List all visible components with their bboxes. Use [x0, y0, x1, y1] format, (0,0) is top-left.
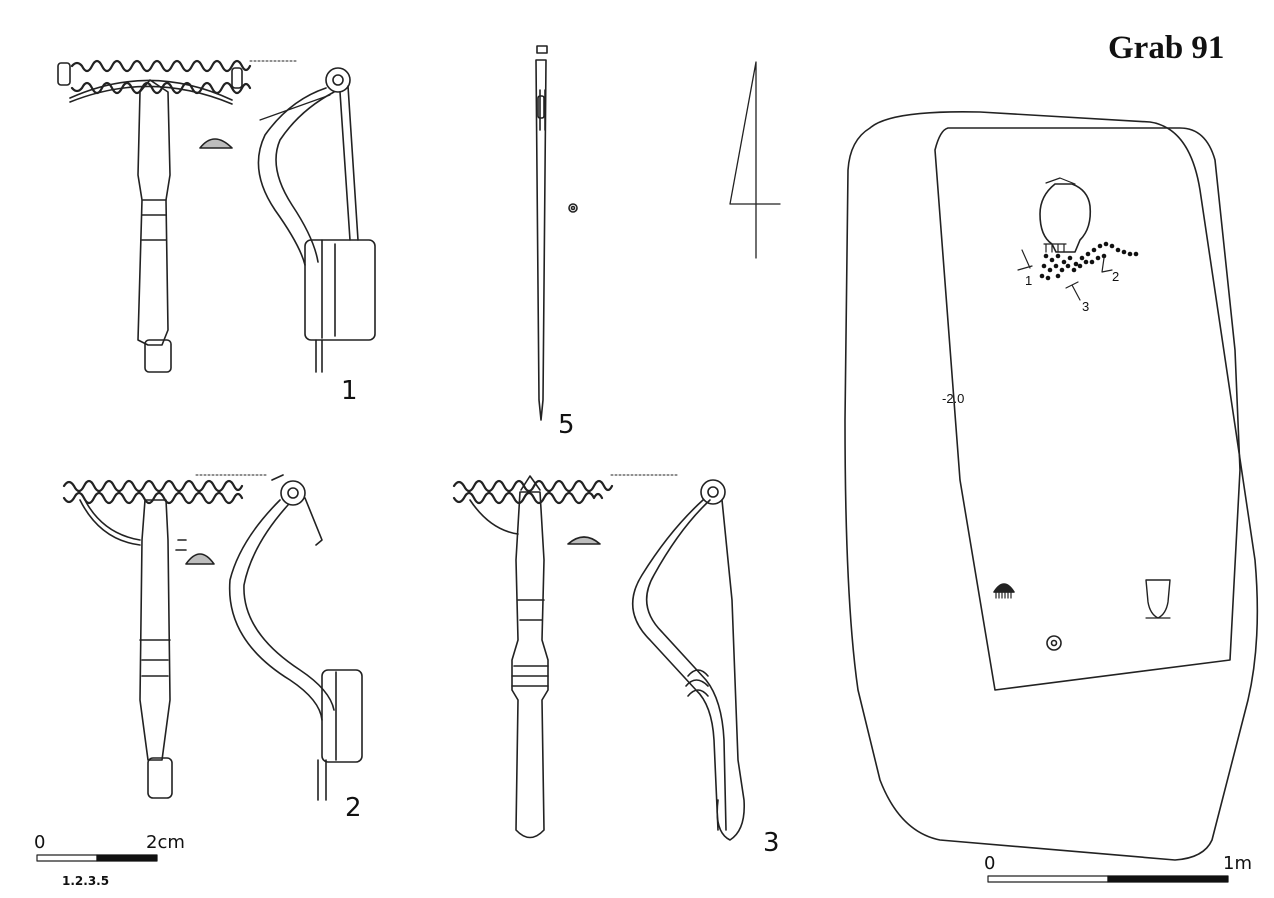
- fibula-3-number: 3: [763, 828, 780, 858]
- fibula-2-side-drawing: [228, 474, 363, 801]
- fibula-2-position: [1101, 257, 1113, 273]
- find-label-1: 1: [1025, 273, 1033, 288]
- fibula-1-position: [1017, 249, 1033, 271]
- scale-large-start: 0: [984, 853, 996, 874]
- fibula-2-front-drawing: [62, 474, 269, 799]
- fibula-2-number: 2: [345, 793, 362, 823]
- scale-small-end: 2cm: [146, 832, 185, 853]
- scale-bar-2cm: [36, 854, 158, 862]
- scale-large-end: 1m: [1223, 853, 1252, 874]
- fibula-3-front-drawing: [452, 474, 679, 839]
- fibula-3-position: [1065, 281, 1081, 301]
- spindle-whorl-symbol: [1046, 635, 1062, 651]
- scale-bar-1m: [987, 875, 1229, 883]
- fibula-3-side-drawing: [631, 479, 746, 841]
- vessel-symbol: [1145, 579, 1171, 619]
- grave-chamber-outline: [934, 127, 1241, 691]
- plate-title: Grab 91: [1108, 30, 1225, 66]
- comb-symbol: [993, 583, 1015, 599]
- needle-5-drawing: [535, 45, 781, 421]
- fibula-1-number: 1: [341, 376, 358, 406]
- scale-small-applies-to: 1.2.3.5: [62, 874, 110, 888]
- grave-depth-label: -2.0: [942, 391, 965, 406]
- bead-string: [1039, 241, 1139, 281]
- find-label-3: 3: [1082, 299, 1090, 314]
- find-label-2: 2: [1112, 269, 1120, 284]
- skull-outline: [1039, 183, 1092, 253]
- grave-pit-outline: [844, 111, 1259, 861]
- fibula-1-front-drawing: [57, 59, 297, 373]
- fibula-1-side-drawing: [257, 67, 376, 373]
- needle-5-number: 5: [558, 410, 575, 440]
- grave-plan: [844, 111, 1259, 861]
- scale-small-start: 0: [34, 832, 46, 853]
